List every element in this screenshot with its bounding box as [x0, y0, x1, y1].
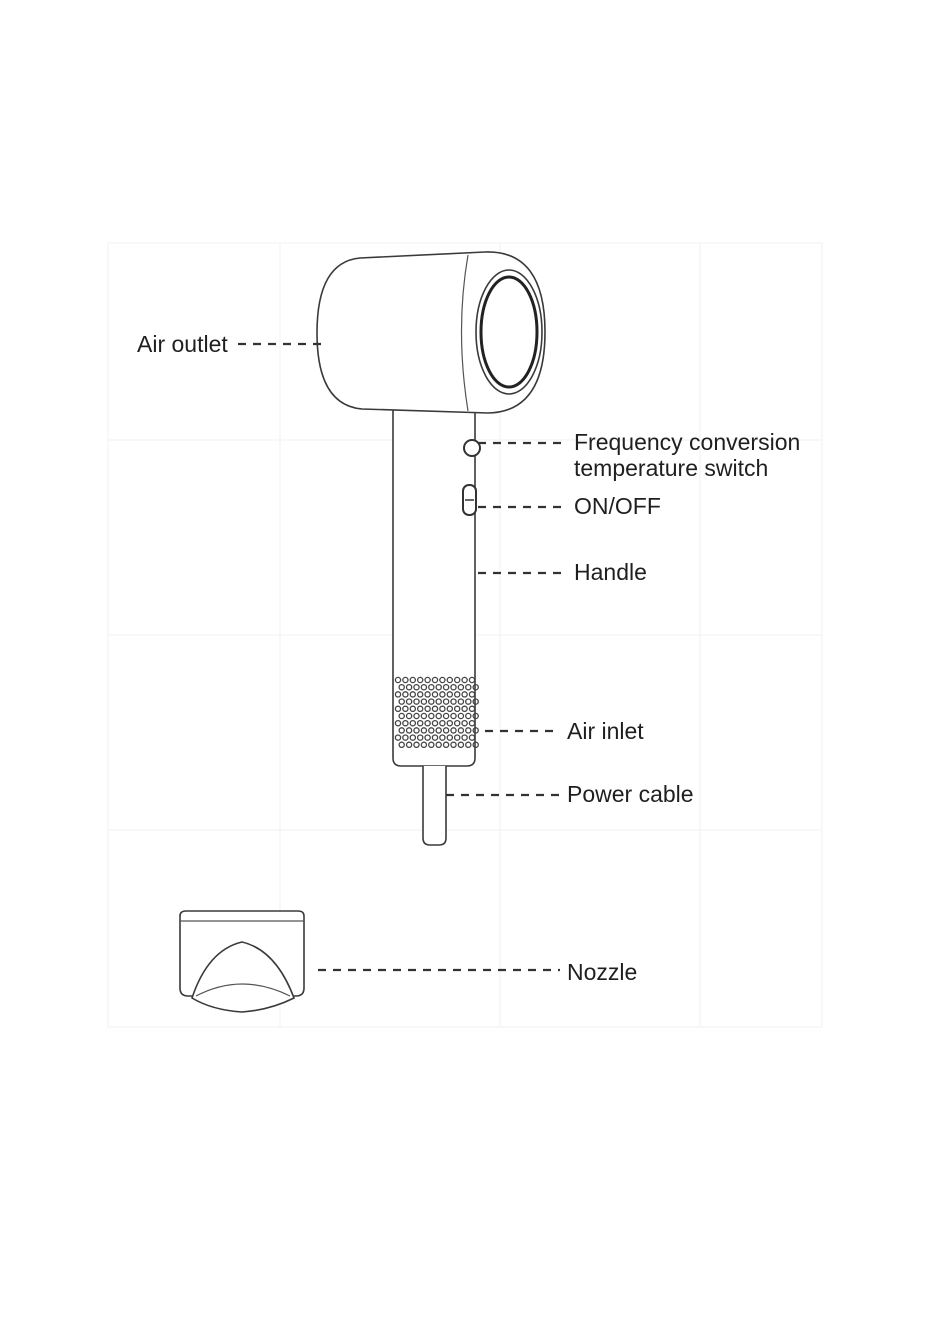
frequency-button-icon [464, 440, 480, 456]
label-on-off: ON/OFF [574, 493, 661, 519]
air-outlet-ring-outer [476, 270, 542, 394]
power-cable [423, 766, 446, 845]
label-air-outlet: Air outlet [137, 331, 228, 357]
label-handle: Handle [574, 559, 647, 585]
label-nozzle: Nozzle [567, 959, 637, 985]
hair-dryer [317, 252, 545, 845]
label-frequency-conversion: Frequency conversion [574, 429, 800, 455]
label-power-cable: Power cable [567, 781, 694, 807]
label-temperature-switch: temperature switch [574, 455, 768, 481]
label-air-inlet: Air inlet [567, 718, 644, 744]
nozzle-attachment [180, 911, 304, 1012]
